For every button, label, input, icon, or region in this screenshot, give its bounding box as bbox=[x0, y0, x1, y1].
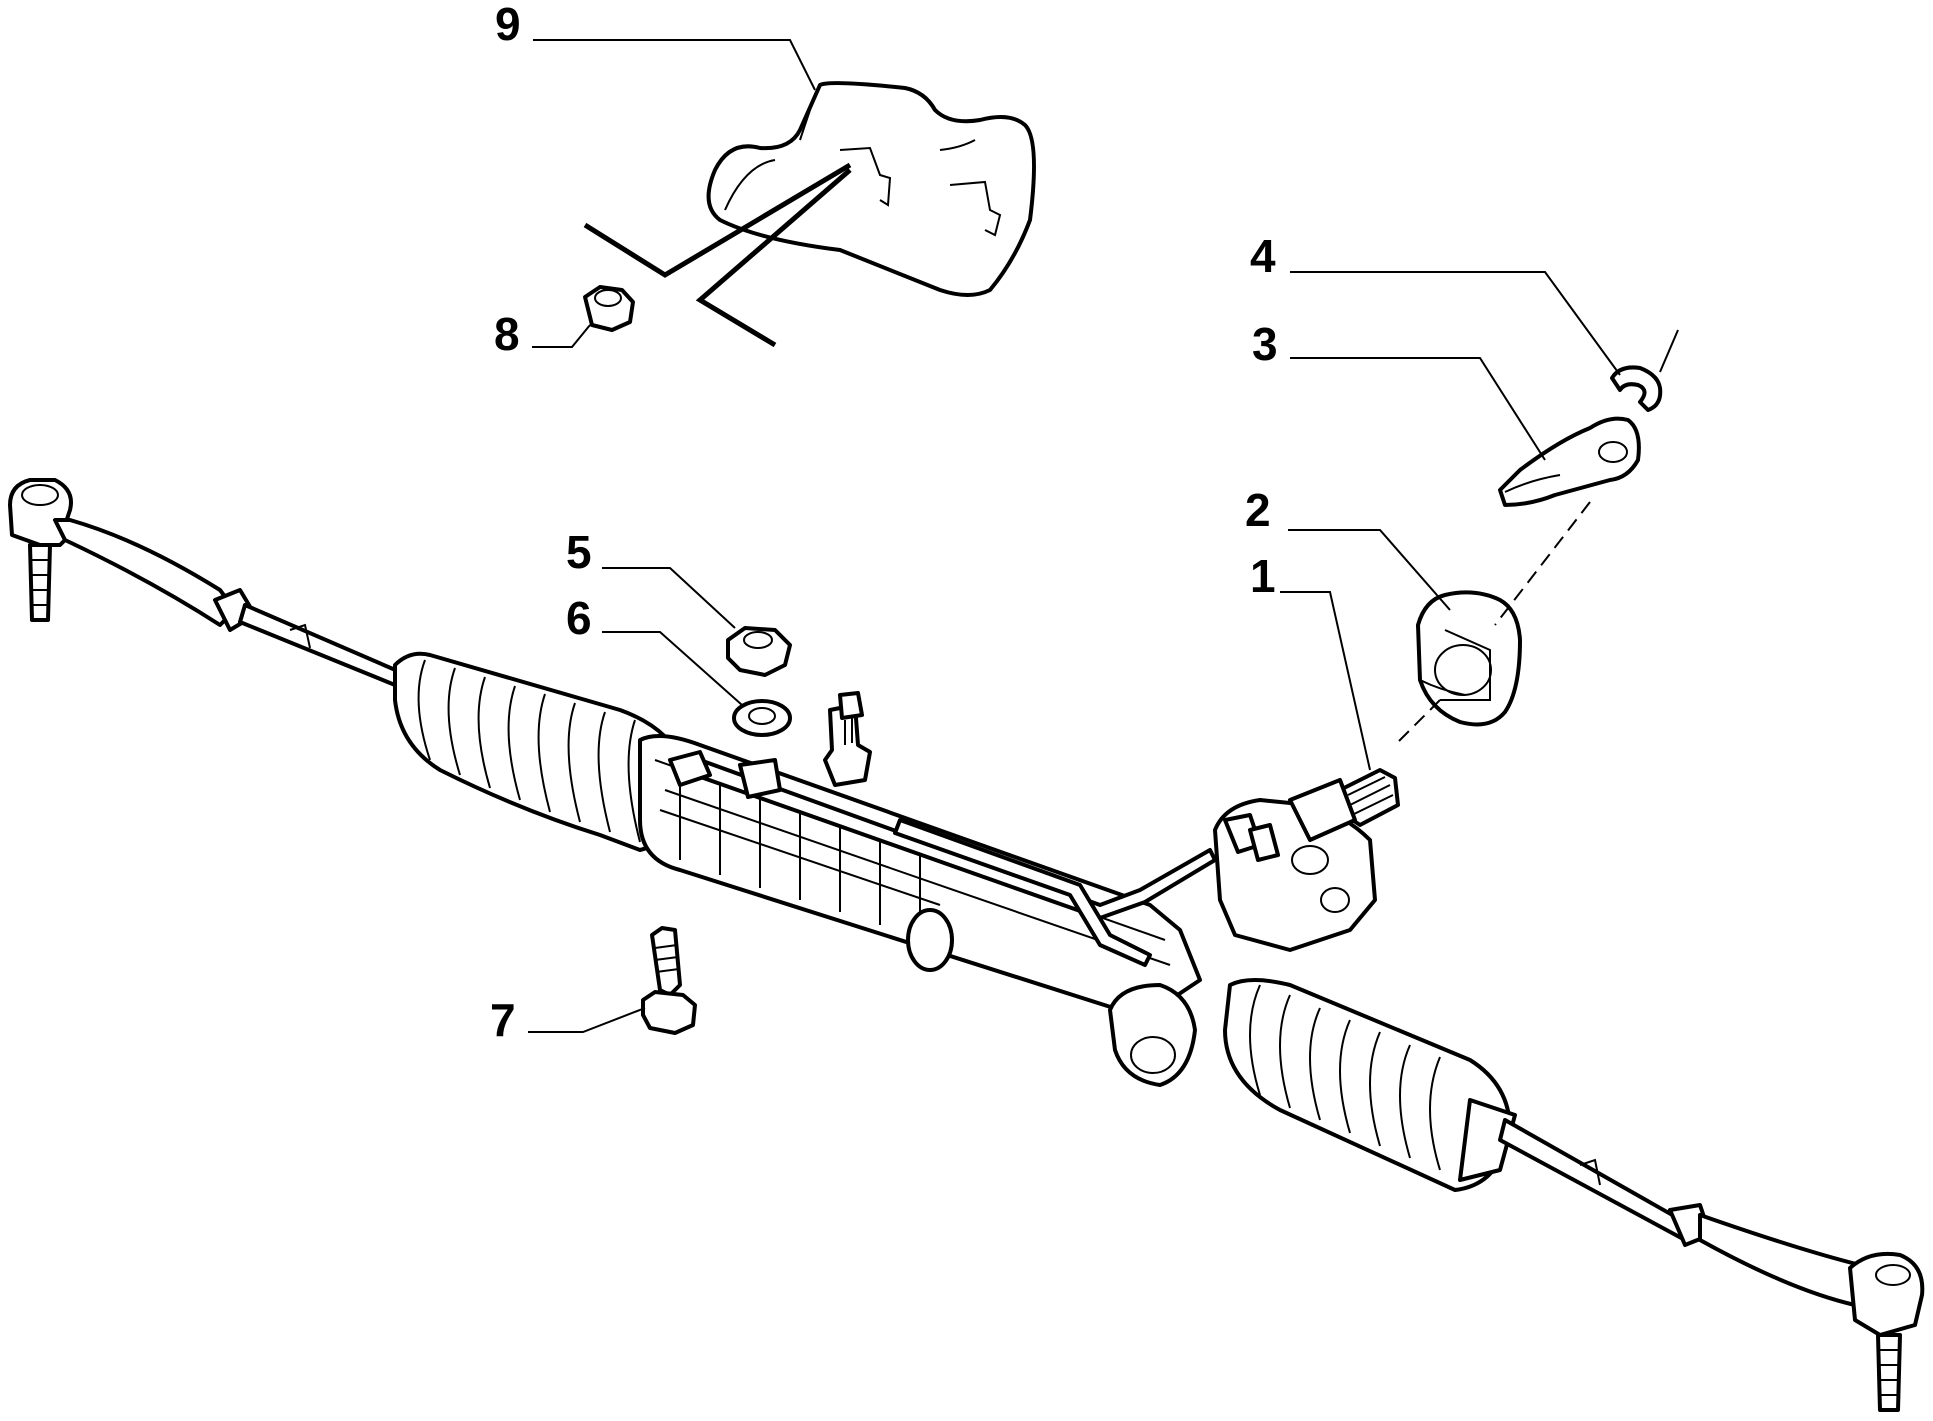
part-4-clip bbox=[1610, 329, 1679, 412]
part-3-lever bbox=[1498, 416, 1641, 507]
leader-8 bbox=[532, 324, 591, 348]
part-6-washer bbox=[732, 699, 792, 737]
part-7-bolt bbox=[641, 926, 697, 1035]
callout-5: 5 bbox=[566, 526, 592, 578]
leader-2 bbox=[1288, 529, 1451, 611]
leader-3 bbox=[1290, 357, 1546, 461]
leader-6 bbox=[602, 631, 743, 706]
leader-7 bbox=[528, 1007, 646, 1033]
assembly-axis-line-2 bbox=[1394, 699, 1441, 746]
part-2-boot bbox=[1416, 590, 1522, 727]
mounting-bracket-lines bbox=[583, 162, 852, 348]
housing-ribs bbox=[659, 760, 941, 938]
leader-9 bbox=[533, 39, 816, 91]
part-9-heat-shield bbox=[706, 81, 1036, 297]
leader-lines bbox=[528, 39, 1621, 1033]
callout-7: 7 bbox=[490, 994, 516, 1046]
callout-4: 4 bbox=[1250, 230, 1276, 282]
callout-6: 6 bbox=[566, 592, 592, 644]
callout-2: 2 bbox=[1245, 484, 1271, 536]
callout-9: 9 bbox=[495, 0, 521, 50]
callout-8: 8 bbox=[494, 308, 520, 360]
assembly-axis-line bbox=[1494, 501, 1591, 626]
callout-1: 1 bbox=[1250, 550, 1276, 602]
leader-5 bbox=[602, 567, 736, 629]
leader-4 bbox=[1290, 271, 1621, 376]
part-8-nut bbox=[583, 285, 635, 332]
leader-1 bbox=[1280, 591, 1371, 771]
callout-labels: 1 2 3 4 5 6 7 8 9 bbox=[490, 0, 1278, 1046]
callout-3: 3 bbox=[1252, 318, 1278, 370]
part-5-nut bbox=[726, 626, 792, 677]
part-1-steering-rack bbox=[8, 478, 1925, 1412]
